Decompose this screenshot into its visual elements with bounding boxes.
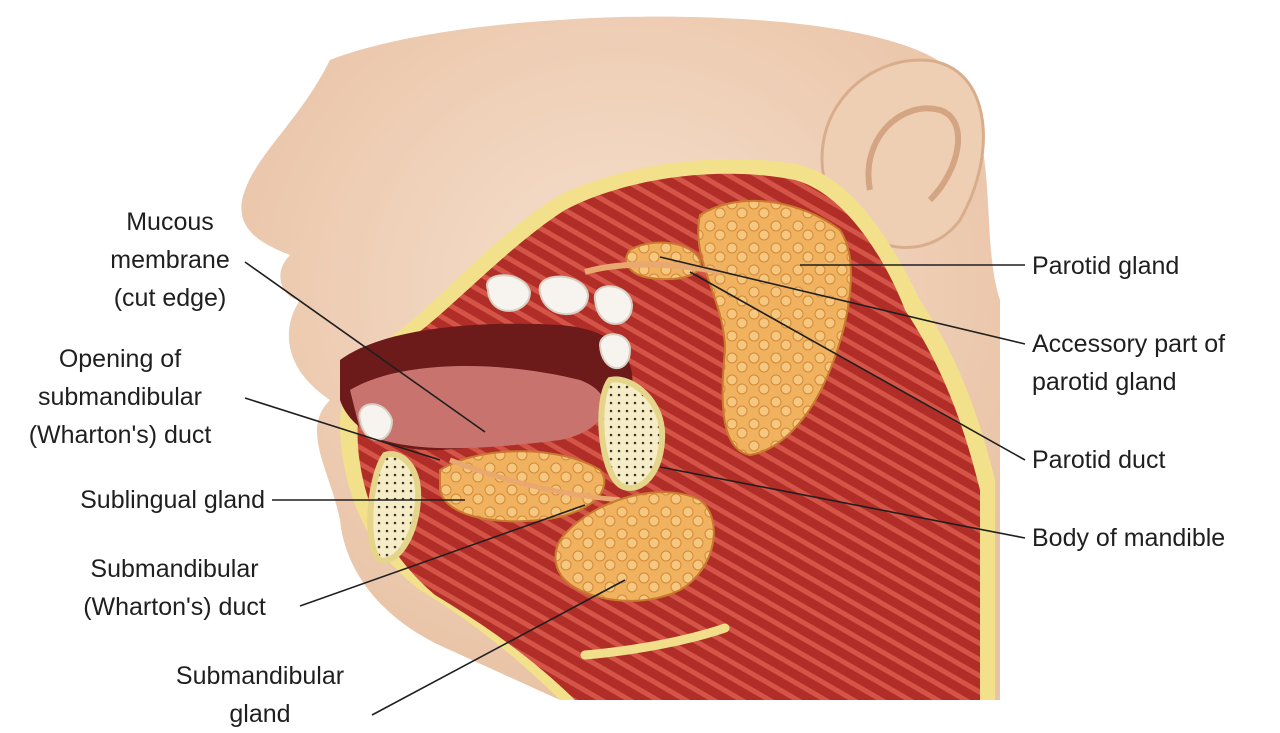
label-submandibular-duct: Submandibular (Wharton's) duct xyxy=(83,555,266,621)
leader-lines xyxy=(244,256,1026,716)
upper-teeth xyxy=(486,274,634,370)
parotid-duct xyxy=(584,261,721,275)
label-opening-of-submandibular-duct: Opening of submandibular (Wharton's) duc… xyxy=(28,345,212,449)
label-submandibular-gland: Submandibular gland xyxy=(175,662,345,728)
label-parotid-duct: Parotid duct xyxy=(1032,446,1166,474)
mandible-front xyxy=(367,451,422,564)
accessory-parotid xyxy=(625,241,702,281)
mandible-body xyxy=(598,376,666,491)
label-mucous-membrane: Mucous membrane (cut edge) xyxy=(110,208,230,312)
sublingual-gland xyxy=(439,450,606,523)
tongue xyxy=(350,366,605,449)
label-accessory-part-of-parotid-gland: Accessory part of parotid gland xyxy=(1032,330,1226,396)
submandibular-duct xyxy=(449,457,621,503)
submandibular-gland xyxy=(554,491,715,602)
label-parotid-gland: Parotid gland xyxy=(1032,252,1180,280)
ear xyxy=(820,58,985,249)
facial-vessel xyxy=(580,623,730,660)
label-sublingual-gland: Sublingual gland xyxy=(80,486,265,514)
label-body-of-mandible: Body of mandible xyxy=(1032,524,1226,552)
